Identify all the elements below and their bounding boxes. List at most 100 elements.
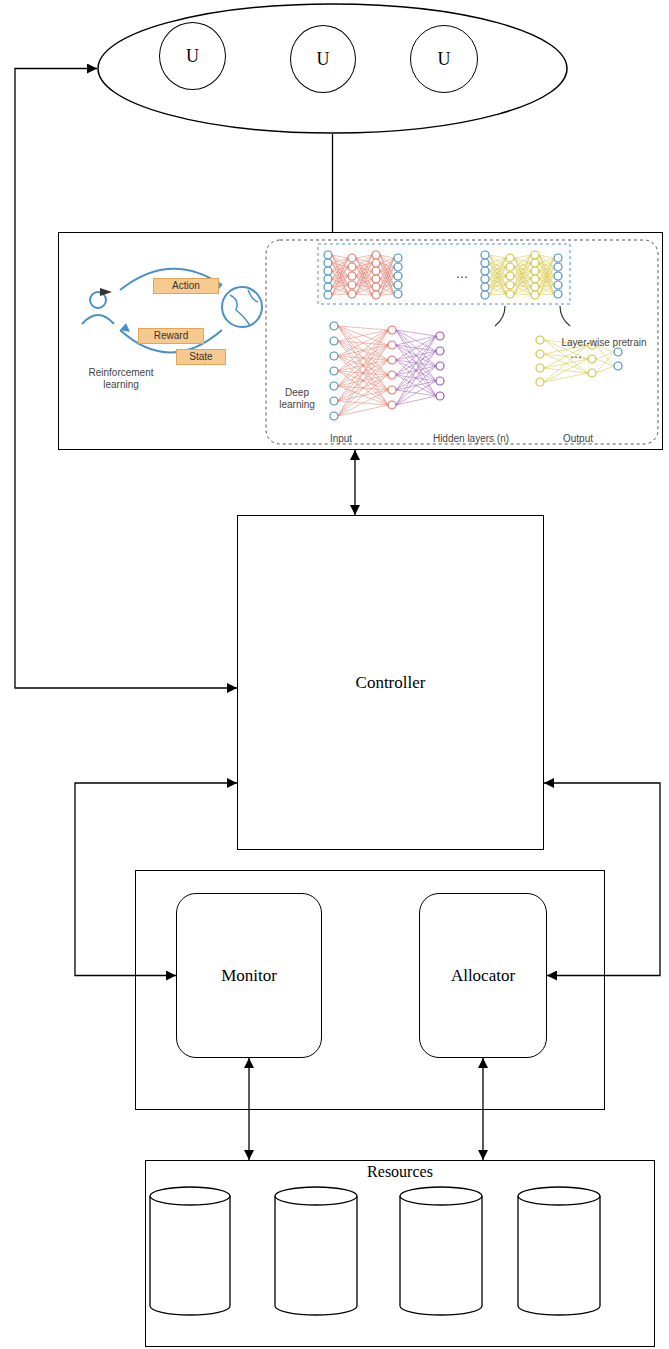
synapse [514,287,531,294]
neuron [554,290,562,298]
ellipse-outline [98,4,567,133]
neuron [372,267,380,275]
neuron [388,371,396,379]
synapse [356,271,372,276]
synapse [338,330,388,386]
synapse [380,285,394,295]
synapse [356,279,372,285]
synapse [332,258,348,287]
synapse [539,258,554,295]
synapse [338,330,388,371]
synapse [380,258,394,295]
synapse [544,345,588,382]
neuron [436,347,444,355]
neuron [588,355,596,363]
synapse [489,255,506,294]
neuron [348,290,356,298]
neuron [436,362,444,370]
neuron [372,251,380,259]
synapse [356,279,372,294]
neural-network [324,251,622,420]
resource-box: Resources [145,1160,655,1347]
synapse [514,258,531,295]
neuron [481,291,489,299]
synapse [338,390,388,416]
synapse [489,271,506,276]
cylinder [150,1196,230,1315]
connector [75,783,237,976]
neuron [536,336,544,344]
neuron [388,401,396,409]
neuron [388,326,396,334]
neuron [394,272,402,280]
node-label: U [186,46,199,67]
illustration-label: Reinforcement learning [71,367,171,390]
neuron [531,283,539,291]
neuron [330,337,338,345]
synapse [396,330,436,366]
neuron [330,352,338,360]
neuron [588,369,596,377]
neuron [506,272,514,280]
synapse [396,330,436,381]
synapse [396,336,436,405]
resource-cylinders [150,1187,600,1315]
synapse [596,366,614,373]
connector [332,134,333,232]
cycle-arrowhead [120,323,130,332]
synapse [396,336,436,360]
neuron [372,275,380,283]
synapse [332,267,348,295]
synapse [380,267,394,295]
group-box: MonitorAllocator [135,870,605,1110]
synapse [338,330,388,416]
synapse [338,330,388,341]
connector [482,1058,483,1160]
neuron [436,332,444,340]
synapse [396,381,436,405]
cylinder-top [150,1187,230,1205]
neuron [536,364,544,372]
process-box: Monitor [176,893,322,1058]
synapse [332,258,348,295]
neuron [330,412,338,420]
neuron [330,397,338,405]
synapse [489,258,506,287]
synapse [332,271,348,276]
synapse [396,330,436,396]
synapse [356,271,372,294]
synapse [489,294,506,295]
neuron [481,259,489,267]
synapse [514,279,531,285]
synapse [332,258,348,279]
synapse [380,294,394,295]
synapse [380,258,394,287]
neuron [372,291,380,299]
synapse [489,285,506,295]
pretrain-arrow [560,306,570,326]
synapse [396,396,436,405]
node-label: U [438,49,451,70]
synapse [332,294,348,295]
synapse [539,294,554,295]
ellipsis: … [456,267,468,281]
user-circle: U [410,25,478,93]
node-label: Controller [356,673,426,693]
neuron [324,283,332,291]
cylinder-top [400,1187,482,1205]
synapse [514,279,531,294]
pretrain-region [318,244,570,304]
user-group: UUU [97,3,568,134]
synapse [539,271,554,276]
neuron [330,382,338,390]
cylinder-top [275,1187,357,1205]
neuron [554,263,562,271]
illustration-label: Layer-wise pretrain [561,337,647,349]
neuron [348,281,356,289]
neuron [324,251,332,259]
synapse [396,336,436,345]
synapse [596,352,614,373]
drl-box: ActionRewardStateReinforcement learningL… [58,232,663,450]
synapse [514,271,531,276]
